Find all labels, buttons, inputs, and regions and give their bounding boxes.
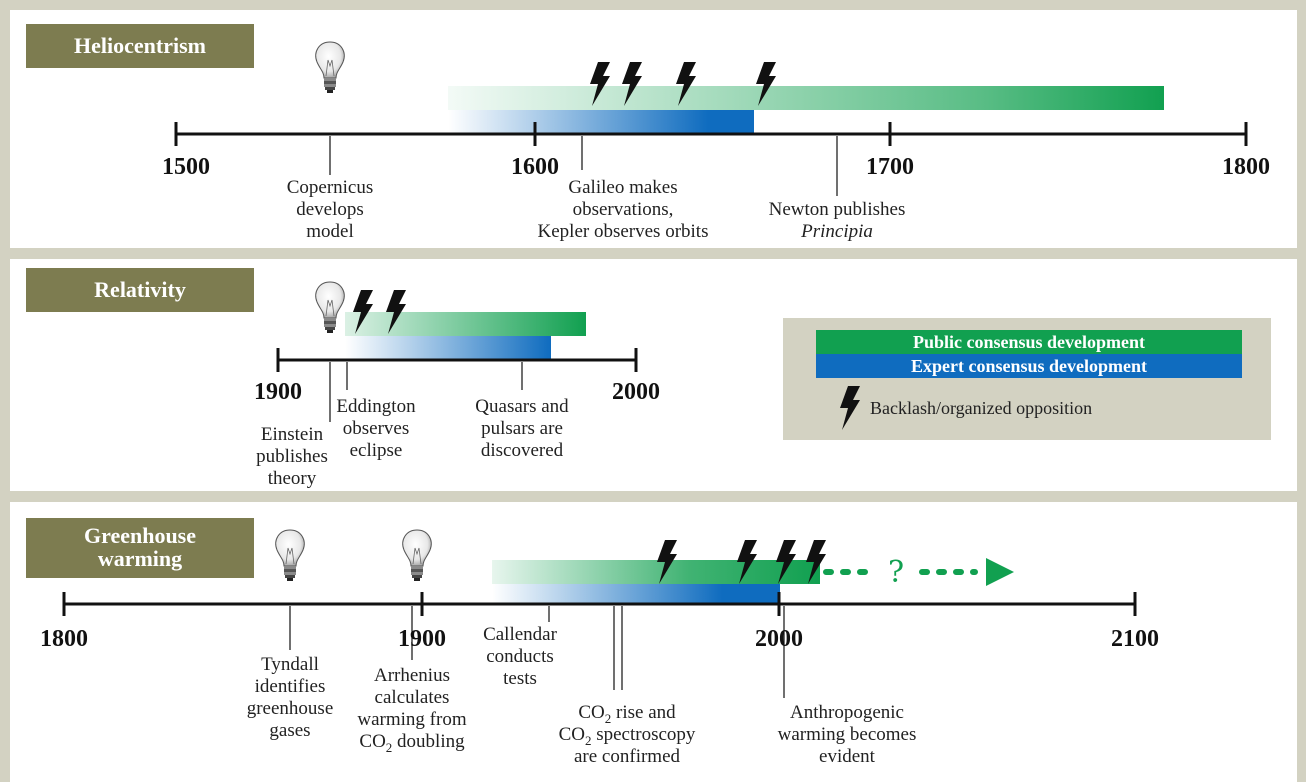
event-einstein: Einstein publishes theory	[256, 424, 328, 489]
legend-public-label: Public consensus development	[913, 332, 1145, 352]
event-text: Eddington	[336, 396, 416, 417]
panel-heliocentrism: Heliocentrism 1500 1600 1700 1800 Copern…	[10, 10, 1297, 248]
arrowhead-icon	[986, 558, 1014, 586]
legend-public-swatch	[816, 330, 1242, 354]
event-text-part: CO	[578, 702, 604, 723]
event-text: greenhouse	[247, 698, 334, 719]
event-text: Quasars and	[475, 396, 569, 417]
event-text: identifies	[255, 676, 326, 697]
event-text: Principia	[800, 221, 873, 242]
event-text: publishes	[256, 446, 328, 467]
year-label: 1900	[398, 626, 446, 652]
legend-expert-swatch	[816, 354, 1242, 378]
event-text-part: spectroscopy	[591, 724, 695, 745]
year-label: 2000	[755, 626, 803, 652]
panel-greenhouse: Greenhouse warming ? 1800 1900 2000 2100	[10, 502, 1297, 782]
event-text: Kepler observes orbits	[538, 221, 709, 242]
legend-expert-label: Expert consensus development	[911, 356, 1147, 376]
event-tyndall: Tyndall identifies greenhouse gases	[247, 654, 334, 741]
event-newton: Newton publishes Principia	[769, 199, 906, 242]
event-text: discovered	[481, 440, 564, 461]
event-text: evident	[819, 746, 876, 767]
event-anthropogenic: Anthropogenic warming becomes evident	[778, 702, 917, 767]
event-text: tests	[503, 668, 537, 689]
event-galileo-kepler: Galileo makes observations, Kepler obser…	[538, 177, 709, 242]
subscript: 2	[386, 740, 393, 755]
legend: Public consensus development Expert cons…	[783, 318, 1271, 440]
event-text: Newton publishes	[769, 199, 906, 220]
event-co2-confirmed: CO2 rise and CO2 spectroscopy are confir…	[559, 702, 696, 767]
panel-heliocentrism-header	[26, 24, 254, 68]
year-label: 1700	[866, 154, 914, 180]
event-text: Copernicus	[287, 177, 374, 198]
relativity-public-consensus-bar	[345, 312, 586, 336]
event-text: CO2 rise and	[578, 702, 676, 726]
heliocentrism-expert-consensus-bar	[448, 110, 754, 134]
year-label: 1600	[511, 154, 559, 180]
event-text: conducts	[486, 646, 554, 667]
legend-backlash-label: Backlash/organized opposition	[870, 398, 1092, 418]
year-label: 2100	[1111, 626, 1159, 652]
heliocentrism-public-consensus-bar	[448, 86, 1164, 110]
event-text: are confirmed	[574, 746, 681, 767]
event-callendar: Callendar conducts tests	[483, 624, 558, 689]
subscript: 2	[605, 711, 612, 726]
panel-heliocentrism-title: Heliocentrism	[74, 33, 206, 58]
event-text: calculates	[375, 687, 450, 708]
event-text-part: doubling	[392, 731, 465, 752]
year-label: 1900	[254, 379, 302, 405]
future-projection-arrow: ?	[823, 555, 1014, 590]
panel-relativity: Relativity 1900 2000 Einstein publishes …	[10, 259, 1297, 491]
projection-question-mark: ?	[888, 555, 904, 590]
event-text-part: CO	[559, 724, 585, 745]
event-copernicus: Copernicus develops model	[287, 177, 374, 242]
event-eddington: Eddington observes eclipse	[336, 396, 416, 461]
event-text: pulsars are	[481, 418, 563, 439]
year-label: 2000	[612, 379, 660, 405]
event-text: Galileo makes	[568, 177, 677, 198]
event-text-part: rise and	[611, 702, 676, 723]
event-text-part: CO	[359, 731, 385, 752]
subscript: 2	[585, 733, 592, 748]
event-arrhenius: Arrhenius calculates warming from CO2 do…	[357, 665, 466, 755]
panel-greenhouse-title-line: Greenhouse	[84, 523, 196, 548]
event-quasars-pulsars: Quasars and pulsars are discovered	[475, 396, 569, 461]
panel-relativity-title: Relativity	[94, 277, 186, 302]
event-text: observes	[343, 418, 409, 439]
greenhouse-expert-consensus-bar	[492, 584, 780, 604]
event-text: gases	[269, 720, 310, 741]
panel-greenhouse-title-line: warming	[98, 546, 182, 571]
event-text: Tyndall	[261, 654, 319, 675]
panel-relativity-header	[26, 268, 254, 312]
event-text: CO2 doubling	[359, 731, 465, 755]
event-text: model	[306, 221, 354, 242]
event-text: eclipse	[350, 440, 403, 461]
year-label: 1800	[1222, 154, 1270, 180]
event-text: theory	[268, 468, 317, 489]
event-text: Einstein	[261, 424, 324, 445]
event-text: Anthropogenic	[790, 702, 904, 723]
relativity-expert-consensus-bar	[345, 336, 551, 360]
event-text: develops	[296, 199, 364, 220]
event-text: Callendar	[483, 624, 558, 645]
year-label: 1800	[40, 626, 88, 652]
event-text: warming becomes	[778, 724, 917, 745]
greenhouse-public-consensus-bar	[492, 560, 820, 584]
event-text: Arrhenius	[374, 665, 450, 686]
panel-greenhouse-header	[26, 518, 254, 578]
year-label: 1500	[162, 154, 210, 180]
event-text: warming from	[357, 709, 466, 730]
event-text: observations,	[573, 199, 674, 220]
event-text: CO2 spectroscopy	[559, 724, 696, 748]
